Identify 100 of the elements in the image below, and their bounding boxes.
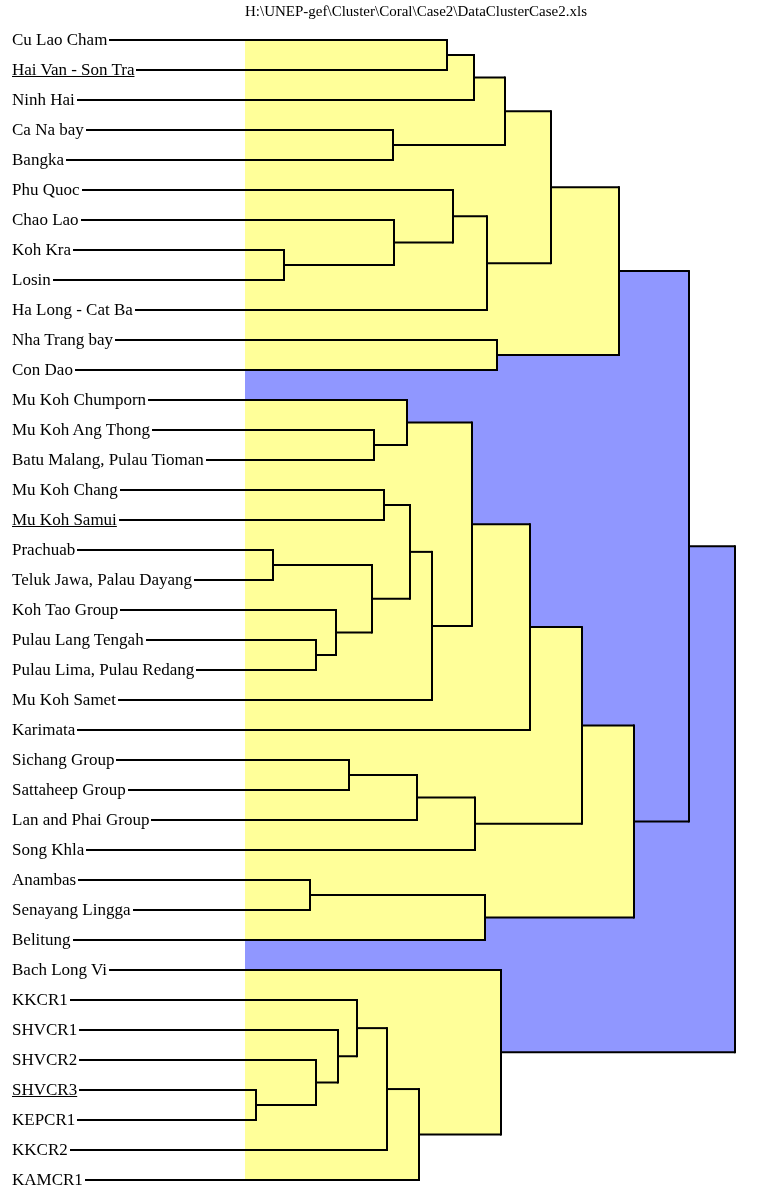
dendrogram-branch — [147, 399, 408, 401]
dendrogram-branch — [418, 1133, 502, 1136]
dendrogram-branch — [618, 270, 690, 273]
dendrogram-branch — [72, 249, 285, 251]
dendrogram-branch — [272, 564, 373, 566]
dendrogram-branch — [383, 504, 411, 506]
dendrogram-branch — [77, 879, 311, 881]
site-label: Mu Koh Ang Thong — [12, 420, 151, 440]
dendrogram-branch — [550, 186, 620, 189]
dendrogram-branch — [132, 909, 311, 911]
dendrogram-branch — [69, 999, 358, 1001]
dendrogram-branch — [416, 796, 476, 799]
dendrogram-branch — [409, 550, 433, 553]
dendrogram-branch — [474, 822, 583, 825]
site-label: SHVCR1 — [12, 1020, 78, 1040]
dendrogram-branch — [633, 820, 690, 823]
dendrogram-branch — [504, 110, 552, 113]
file-path-title: H:\UNEP-gef\Cluster\Coral\Case2\DataClusterCase2.xls — [245, 2, 588, 20]
dendrogram-branch — [108, 39, 448, 41]
dendrogram-branch — [335, 631, 373, 634]
dendrogram-branch — [127, 789, 350, 791]
site-label: Song Khla — [12, 840, 85, 860]
dendrogram-branch — [76, 99, 475, 101]
site-label: Phu Quoc — [12, 180, 80, 200]
dendrogram-branch — [114, 339, 498, 341]
site-label: Pulau Lima, Pulau Redang — [12, 660, 195, 680]
site-label: Chao Lao — [12, 210, 79, 230]
site-label: Batu Malang, Pulau Tioman — [12, 450, 204, 470]
dendrogram-branch — [205, 459, 375, 461]
dendrogram-branch — [65, 159, 394, 161]
dendrogram-branch — [392, 144, 506, 146]
dendrogram-branch — [356, 1027, 388, 1030]
site-label: SHVCR2 — [12, 1050, 78, 1070]
dendrogram-branch — [80, 219, 395, 221]
site-label: Bach Long Vi — [12, 960, 107, 980]
dendrogram-branch — [315, 654, 337, 656]
dendrogram-branch — [496, 354, 620, 356]
site-label: Senayang Lingga — [12, 900, 131, 920]
dendrogram-branch — [81, 189, 454, 191]
dendrogram-branch — [371, 597, 411, 600]
dendrogram-branch — [78, 1089, 257, 1091]
site-label: Belitung — [12, 930, 71, 950]
dendrogram-branch — [255, 1104, 317, 1106]
dendrogram-branch — [76, 1119, 257, 1121]
site-label: Ca Na bay — [12, 120, 84, 140]
dendrogram-branch — [315, 1081, 339, 1084]
dendrogram-branch — [473, 76, 506, 79]
dendrogram-branch — [309, 894, 486, 896]
site-label: Cu Lao Cham — [12, 30, 108, 50]
site-label: Ha Long - Cat Ba — [12, 300, 133, 320]
site-label: Hai Van - Son Tra — [12, 60, 135, 80]
dendrogram-branch — [500, 1051, 736, 1054]
site-label: Mu Koh Chumporn — [12, 390, 147, 410]
site-label: Bangka — [12, 150, 64, 170]
dendrogram-branch — [193, 579, 274, 581]
dendrogram-branch — [108, 969, 502, 971]
dendrogram-branch — [145, 639, 317, 641]
site-label: KKCR1 — [12, 990, 68, 1010]
dendrogram-branch — [337, 1055, 358, 1058]
site-label: Lan and Phai Group — [12, 810, 150, 830]
dendrogram-branch — [117, 699, 433, 701]
dendrogram-branch — [406, 421, 473, 424]
site-label: Koh Kra — [12, 240, 71, 260]
site-label: Teluk Jawa, Palau Dayang — [12, 570, 193, 590]
site-label: Sattaheep Group — [12, 780, 126, 800]
dendrogram-branch — [581, 724, 635, 727]
site-label: SHVCR3 — [12, 1080, 78, 1100]
dendrogram-branch — [373, 444, 408, 446]
dendrogram-branch — [85, 129, 394, 131]
dendrogram-branch — [471, 523, 531, 526]
site-label: Losin — [12, 270, 51, 290]
dendrogram-branch — [150, 819, 418, 821]
site-label: Anambas — [12, 870, 77, 890]
dendrogram-branch — [151, 429, 375, 431]
site-label: Mu Koh Samui — [12, 510, 117, 530]
site-label: Prachuab — [12, 540, 76, 560]
dendrogram-branch — [69, 1149, 388, 1151]
dendrogram-branch — [529, 626, 583, 629]
site-label: KKCR2 — [12, 1140, 68, 1160]
dendrogram-branch — [78, 1029, 339, 1031]
dendrogram-branch — [135, 69, 448, 71]
site-label: Mu Koh Chang — [12, 480, 118, 500]
site-label: Sichang Group — [12, 750, 115, 770]
dendrogram-branch — [119, 609, 337, 611]
dendrogram-branch — [446, 54, 475, 56]
dendrogram-branch — [393, 241, 454, 244]
dendrogram-branch — [486, 262, 552, 265]
dendrogram-branch — [78, 1059, 317, 1061]
dendrogram-branch — [52, 279, 285, 281]
site-label: Pulau Lang Tengah — [12, 630, 144, 650]
dendrogram-branch — [386, 1088, 420, 1091]
dendrogram-branch — [76, 549, 274, 551]
dendrogram-branch — [431, 624, 473, 627]
site-label: Con Dao — [12, 360, 73, 380]
dendrogram-branch — [195, 669, 317, 671]
dendrogram-branch — [688, 545, 736, 548]
dendrogram-branch — [119, 489, 385, 491]
dendrogram-branch — [348, 774, 418, 776]
site-label: Mu Koh Samet — [12, 690, 116, 710]
dendrogram-branch — [115, 759, 350, 761]
